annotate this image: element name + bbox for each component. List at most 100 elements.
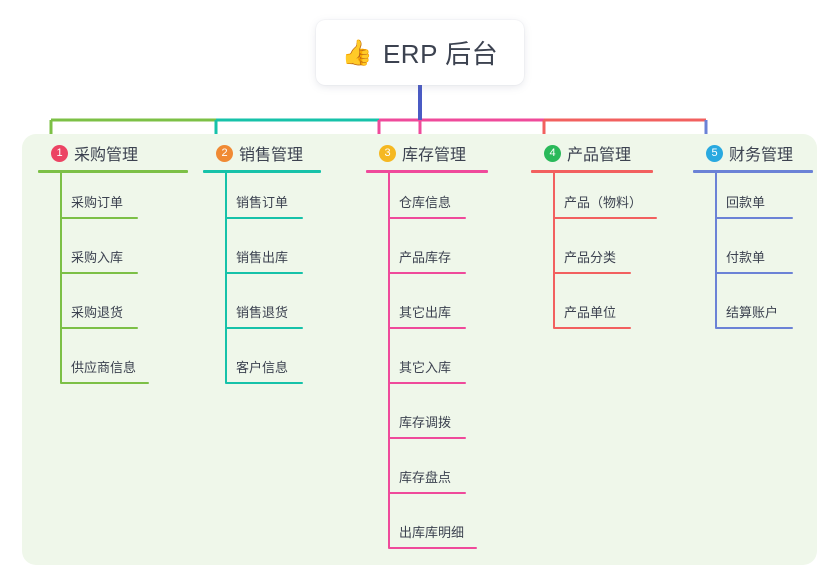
branch-item-underline bbox=[60, 217, 138, 219]
branch-item-underline bbox=[715, 217, 793, 219]
branch-spine bbox=[715, 173, 717, 328]
branch-item[interactable]: 付款单 bbox=[693, 228, 813, 283]
branch-item[interactable]: 采购订单 bbox=[38, 173, 188, 228]
branch-number-badge: 1 bbox=[51, 144, 68, 162]
branch-item-label: 产品单位 bbox=[564, 305, 617, 320]
branch-item-list: 产品（物料） 产品分类产品单位 bbox=[531, 173, 657, 338]
branch-item[interactable]: 仓库信息 bbox=[366, 173, 488, 228]
branch-item[interactable]: 产品（物料） bbox=[531, 173, 657, 228]
branch-item-underline bbox=[388, 217, 466, 219]
branch-item-label: 销售退货 bbox=[236, 305, 289, 320]
branch-title: 销售管理 bbox=[239, 147, 304, 164]
branch-item-label: 其它出库 bbox=[399, 305, 452, 320]
branch-item-list: 回款单付款单结算账户 bbox=[693, 173, 813, 338]
branch-item-underline bbox=[553, 272, 631, 274]
branch-underline bbox=[203, 170, 321, 173]
branch-item-label: 付款单 bbox=[726, 250, 766, 265]
branch-item-label: 其它入库 bbox=[399, 360, 452, 375]
root-node[interactable]: 👍 ERP 后台 bbox=[316, 20, 524, 85]
branch-item[interactable]: 产品单位 bbox=[531, 283, 653, 338]
branch-item-label: 采购退货 bbox=[71, 305, 124, 320]
branch-title: 产品管理 bbox=[567, 147, 632, 164]
branch-number-badge: 3 bbox=[379, 144, 396, 162]
branch-item[interactable]: 销售出库 bbox=[203, 228, 321, 283]
branch-item-underline bbox=[553, 217, 657, 219]
branch-item[interactable]: 产品分类 bbox=[531, 228, 653, 283]
branch-underline bbox=[366, 170, 488, 173]
branch-item[interactable]: 其它入库 bbox=[366, 338, 488, 393]
branch-item-label: 采购订单 bbox=[71, 195, 124, 210]
branch-item-label: 销售出库 bbox=[236, 250, 289, 265]
branch-item[interactable]: 出库库明细 bbox=[366, 503, 488, 558]
branch-item-label: 产品库存 bbox=[399, 250, 452, 265]
root-node-label: ERP 后台 bbox=[382, 39, 499, 69]
branch-item-underline bbox=[225, 382, 303, 384]
branch-column-2: 2 销售管理销售订单销售出库销售退货客户信息 bbox=[203, 140, 321, 393]
branch-item-underline bbox=[225, 272, 303, 274]
branch-item-underline bbox=[388, 327, 466, 329]
branch-item[interactable]: 结算账户 bbox=[693, 283, 813, 338]
branch-item-underline bbox=[60, 272, 138, 274]
branch-number-badge: 2 bbox=[216, 144, 233, 162]
branch-item[interactable]: 采购入库 bbox=[38, 228, 188, 283]
branch-item-label: 仓库信息 bbox=[399, 195, 452, 210]
branch-spine bbox=[553, 173, 555, 328]
branch-item-label: 回款单 bbox=[726, 195, 766, 210]
branch-header-2[interactable]: 2 销售管理 bbox=[203, 140, 321, 166]
branch-item[interactable]: 客户信息 bbox=[203, 338, 321, 393]
branch-item-underline bbox=[388, 492, 466, 494]
branch-column-3: 3 库存管理仓库信息产品库存其它出库其它入库库存调拨库存盘点出库库明细 bbox=[366, 140, 488, 558]
branch-columns: 1 采购管理采购订单采购入库采购退货供应商信息 2 销售管理销售订单销售出库销售退货客… bbox=[0, 140, 839, 570]
branch-item-underline bbox=[715, 272, 793, 274]
branch-item-label: 产品（物料） bbox=[564, 195, 643, 210]
branch-item-label: 客户信息 bbox=[236, 360, 289, 375]
branch-number-badge: 4 bbox=[544, 144, 561, 162]
branch-underline bbox=[693, 170, 813, 173]
branch-item-label: 供应商信息 bbox=[71, 360, 137, 375]
branch-item-label: 产品分类 bbox=[564, 250, 617, 265]
branch-item[interactable]: 库存盘点 bbox=[366, 448, 488, 503]
branch-item[interactable]: 产品库存 bbox=[366, 228, 488, 283]
branch-item-label: 销售订单 bbox=[236, 195, 289, 210]
branch-item-underline bbox=[388, 547, 477, 549]
branch-title: 财务管理 bbox=[729, 147, 794, 164]
branch-item-list: 销售订单销售出库销售退货客户信息 bbox=[203, 173, 321, 393]
branch-underline bbox=[38, 170, 188, 173]
branch-underline bbox=[531, 170, 653, 173]
branch-header-5[interactable]: 5 财务管理 bbox=[693, 140, 813, 166]
branch-item-underline bbox=[388, 437, 466, 439]
branch-column-1: 1 采购管理采购订单采购入库采购退货供应商信息 bbox=[38, 140, 188, 393]
branch-item-underline bbox=[553, 327, 631, 329]
branch-item[interactable]: 销售订单 bbox=[203, 173, 321, 228]
branch-header-3[interactable]: 3 库存管理 bbox=[366, 140, 488, 166]
branch-header-1[interactable]: 1 采购管理 bbox=[38, 140, 188, 166]
branch-item-underline bbox=[388, 382, 466, 384]
branch-title: 库存管理 bbox=[402, 147, 467, 164]
branch-item[interactable]: 销售退货 bbox=[203, 283, 321, 338]
branch-spine bbox=[60, 173, 62, 383]
branch-item-list: 采购订单采购入库采购退货供应商信息 bbox=[38, 173, 188, 393]
branch-title: 采购管理 bbox=[74, 147, 139, 164]
branch-header-4[interactable]: 4 产品管理 bbox=[531, 140, 653, 166]
thumbs-up-icon: 👍 bbox=[341, 38, 373, 67]
branch-item-underline bbox=[388, 272, 466, 274]
branch-column-5: 5 财务管理回款单付款单结算账户 bbox=[693, 140, 813, 338]
branch-item[interactable]: 供应商信息 bbox=[38, 338, 188, 393]
branch-item-label: 库存调拨 bbox=[399, 415, 452, 430]
branch-item-underline bbox=[225, 327, 303, 329]
branch-item[interactable]: 其它出库 bbox=[366, 283, 488, 338]
branch-item-underline bbox=[60, 382, 149, 384]
branch-number-badge: 5 bbox=[706, 144, 723, 162]
branch-item-underline bbox=[225, 217, 303, 219]
branch-item[interactable]: 回款单 bbox=[693, 173, 813, 228]
branch-column-4: 4 产品管理产品（物料） 产品分类产品单位 bbox=[531, 140, 657, 338]
branch-item-list: 仓库信息产品库存其它出库其它入库库存调拨库存盘点出库库明细 bbox=[366, 173, 488, 558]
branch-item-label: 采购入库 bbox=[71, 250, 124, 265]
branch-item-label: 出库库明细 bbox=[399, 525, 465, 540]
branch-spine bbox=[225, 173, 227, 383]
branch-item[interactable]: 库存调拨 bbox=[366, 393, 488, 448]
branch-item[interactable]: 采购退货 bbox=[38, 283, 188, 338]
branch-item-underline bbox=[715, 327, 793, 329]
branch-item-underline bbox=[60, 327, 138, 329]
